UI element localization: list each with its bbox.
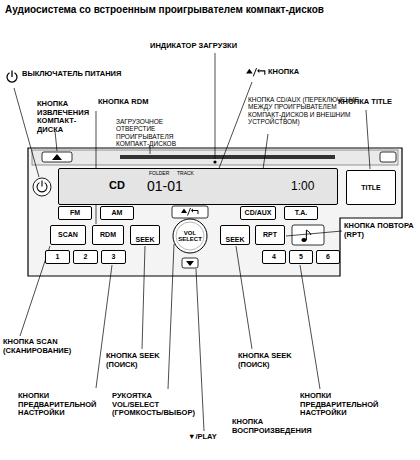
callout-label: ВЫКЛЮЧАТЕЛЬ ПИТАНИЯ <box>22 70 121 79</box>
seek-button: SEEK <box>220 225 250 245</box>
preset-button: 2 <box>73 250 98 264</box>
button-label: SELECT <box>178 236 202 242</box>
display-text: FOLDER <box>149 171 169 176</box>
rpt-button: RPT <box>255 225 285 245</box>
preset-button: 1 <box>45 250 70 264</box>
seek-button: SEEK <box>130 225 160 245</box>
callout-label: ИНДИКАТОР ЗАГРУЗКИ <box>150 42 237 51</box>
callout-label: ▼/PLAY <box>188 433 217 442</box>
ta-button: T.A. <box>284 206 318 220</box>
callout-label: КНОПКА <box>268 68 299 77</box>
callout-label: КНОПКА ВОСПРОИЗВЕДЕНИЯ <box>232 418 312 435</box>
lcd-display: FOLDER TRACK CD 01-01 1:00 <box>58 168 338 205</box>
load-indicator <box>213 160 216 163</box>
button-label: 5 <box>299 253 303 260</box>
leader-lines <box>14 53 370 431</box>
callout-label: КНОПКА TITLE <box>338 98 392 107</box>
fm-button: FM <box>58 206 92 220</box>
callout-label: КНОПКИ ПРЕДВАРИТЕЛЬНОЙ НАСТРОЙКИ <box>18 392 106 418</box>
display-text: 01-01 <box>147 179 183 194</box>
eject-back-icon <box>246 68 265 76</box>
callout-label: КНОПКА ПОВТОРА (RPT) <box>344 222 416 239</box>
eject-symbol <box>52 154 62 160</box>
cd-aux-button: CD/AUX <box>240 206 276 220</box>
callout-label: КНОПКА SCAN (СКАНИРОВАНИЕ) <box>3 338 98 355</box>
callout-label: КНОПКИ ПРЕДВАРИТЕЛЬНОЙ НАСТРОЙКИ <box>300 392 400 418</box>
button-label: 3 <box>112 253 116 260</box>
scan-button: SCAN <box>50 225 86 245</box>
display-text: 1:00 <box>291 180 314 193</box>
button-label: 1 <box>56 253 60 260</box>
button-label: SCAN <box>58 231 78 238</box>
button-label: RDM <box>100 231 116 238</box>
preset-button: 4 <box>262 250 286 264</box>
preset-button: 3 <box>101 250 126 264</box>
am-button: AM <box>100 206 134 220</box>
button-label: RPT <box>263 231 277 238</box>
button-label: 6 <box>326 253 330 260</box>
callout-label: КНОПКА ИЗВЛЕЧЕНИЯ КОМПАКТ-ДИСКА <box>37 100 93 135</box>
rdm-button: RDM <box>92 225 124 245</box>
title-button: TITLE <box>346 170 396 205</box>
button-label: AM <box>112 209 123 216</box>
eject-back-button <box>172 206 208 218</box>
small-button <box>380 152 396 162</box>
play-button <box>182 258 198 268</box>
vol-select-knob: VOLSELECT <box>172 218 208 254</box>
button-label: VOL <box>184 230 196 236</box>
preset-button: 5 <box>289 250 313 264</box>
callout-label: РУКОЯТКА VOL/SELECT (ГРОМКОСТЬ/ВЫБОР) <box>112 392 198 418</box>
display-text: TRACK <box>177 171 194 176</box>
preset-button: 6 <box>316 250 340 264</box>
button-label: TITLE <box>361 184 380 191</box>
button-label: FM <box>70 209 80 216</box>
eject-button <box>42 152 72 162</box>
heading: Аудиосистема со встроенным проигрывателе… <box>5 4 324 15</box>
button-label: CD/AUX <box>245 209 272 216</box>
power-button <box>33 178 51 196</box>
faceplate <box>28 148 402 276</box>
button-label: SEEK <box>225 236 244 243</box>
button-label: 4 <box>272 253 276 260</box>
callout-label: КНОПКА SEEK (ПОИСК) <box>238 352 306 369</box>
button-label: 2 <box>84 253 88 260</box>
callout-label: ЗАГРУЗОЧНОЕ ОТВЕРСТИЕ ПРОИГРЫВАТЕЛЯ КОМП… <box>116 118 204 148</box>
cd-slot <box>120 155 335 159</box>
button-label: T.A. <box>295 209 307 216</box>
callout-label: КНОПКА RDM <box>98 98 148 107</box>
button-label: SEEK <box>135 236 154 243</box>
callout-label: КНОПКА SEEK (ПОИСК) <box>106 352 164 369</box>
display-text: CD <box>109 180 125 192</box>
